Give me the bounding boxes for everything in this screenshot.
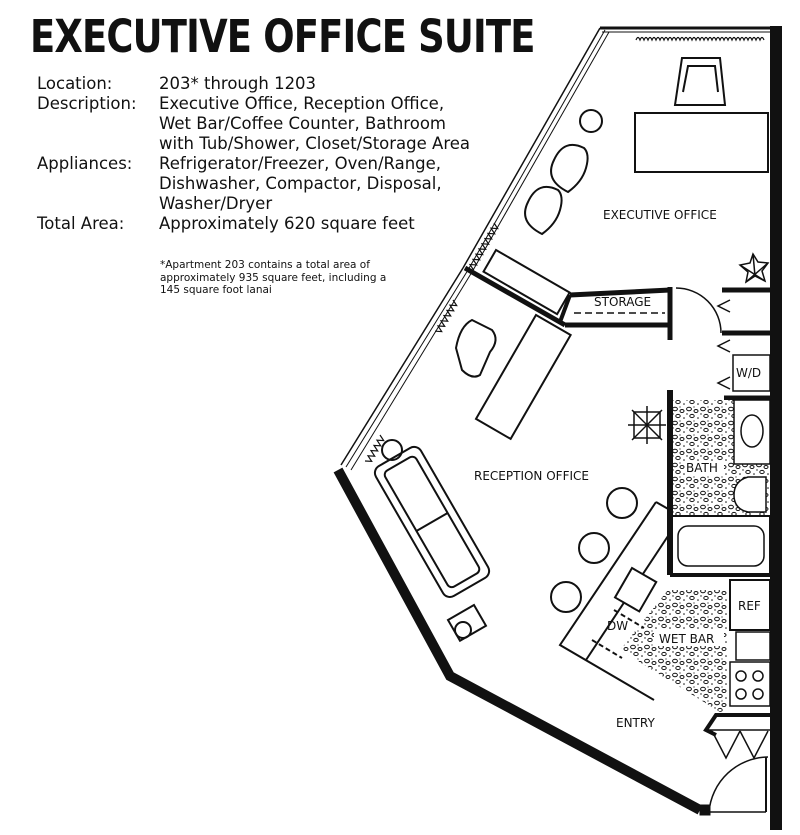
plant-icon <box>628 406 666 444</box>
spec-label: Total Area: <box>37 214 125 233</box>
side-table <box>579 109 603 133</box>
guest-chairs <box>524 144 589 236</box>
plant-icon <box>738 252 770 284</box>
bar-stools <box>550 487 638 613</box>
reception-desk <box>474 313 573 441</box>
curtains <box>364 36 765 463</box>
room-label-reception-office: RECEPTION OFFICE <box>474 469 589 483</box>
refrigerator <box>729 579 771 631</box>
washer-dryer <box>732 354 771 392</box>
exterior-walls <box>333 26 782 830</box>
room-label-wd: W/D <box>736 366 761 380</box>
spec-label: Description: <box>37 94 137 113</box>
sofa <box>373 445 491 598</box>
credenza <box>482 248 571 316</box>
room-label-ref: REF <box>738 599 761 613</box>
room-label-executive-office: EXECUTIVE OFFICE <box>603 208 717 222</box>
spec-description: Description: Executive Office, Reception… <box>37 94 470 154</box>
sink <box>740 414 764 448</box>
room-label-wet-bar: WET BAR <box>659 632 714 646</box>
spec-total-area: Total Area: Approximately 620 square fee… <box>37 214 470 234</box>
toilet <box>733 476 767 513</box>
side-table <box>381 439 403 461</box>
specs-list: Location: 203* through 1203 Description:… <box>37 74 470 234</box>
spec-value: Refrigerator/Freezer, Oven/Range, Dishwa… <box>159 154 442 213</box>
wet-bar-floor <box>620 590 728 712</box>
spec-value: Approximately 620 square feet <box>159 214 415 233</box>
room-label-storage: STORAGE <box>594 295 651 309</box>
room-label-entry: ENTRY <box>616 716 655 730</box>
reception-chair <box>454 318 497 378</box>
spec-label: Location: <box>37 74 113 93</box>
spec-appliances: Appliances: Refrigerator/Freezer, Oven/R… <box>37 154 470 214</box>
range <box>729 661 771 707</box>
spec-location: Location: 203* through 1203 <box>37 74 470 94</box>
closet-doors <box>716 299 731 390</box>
entry-door <box>699 713 770 816</box>
spec-value: 203* through 1203 <box>159 74 317 93</box>
executive-desk-chair <box>673 57 727 106</box>
end-table-lamp <box>446 603 488 643</box>
bar-counter <box>558 501 671 701</box>
vanity <box>733 399 771 465</box>
spec-value: Executive Office, Reception Office, Wet … <box>159 94 471 153</box>
spec-label: Appliances: <box>37 154 133 173</box>
page-title: EXECUTIVE OFFICE SUITE <box>30 10 535 63</box>
footnote: *Apartment 203 contains a total area of … <box>160 259 387 296</box>
room-label-bath: BATH <box>686 461 718 475</box>
counter-cabinet <box>735 631 771 661</box>
room-label-dw: DW <box>607 619 628 633</box>
executive-desk <box>634 112 769 173</box>
